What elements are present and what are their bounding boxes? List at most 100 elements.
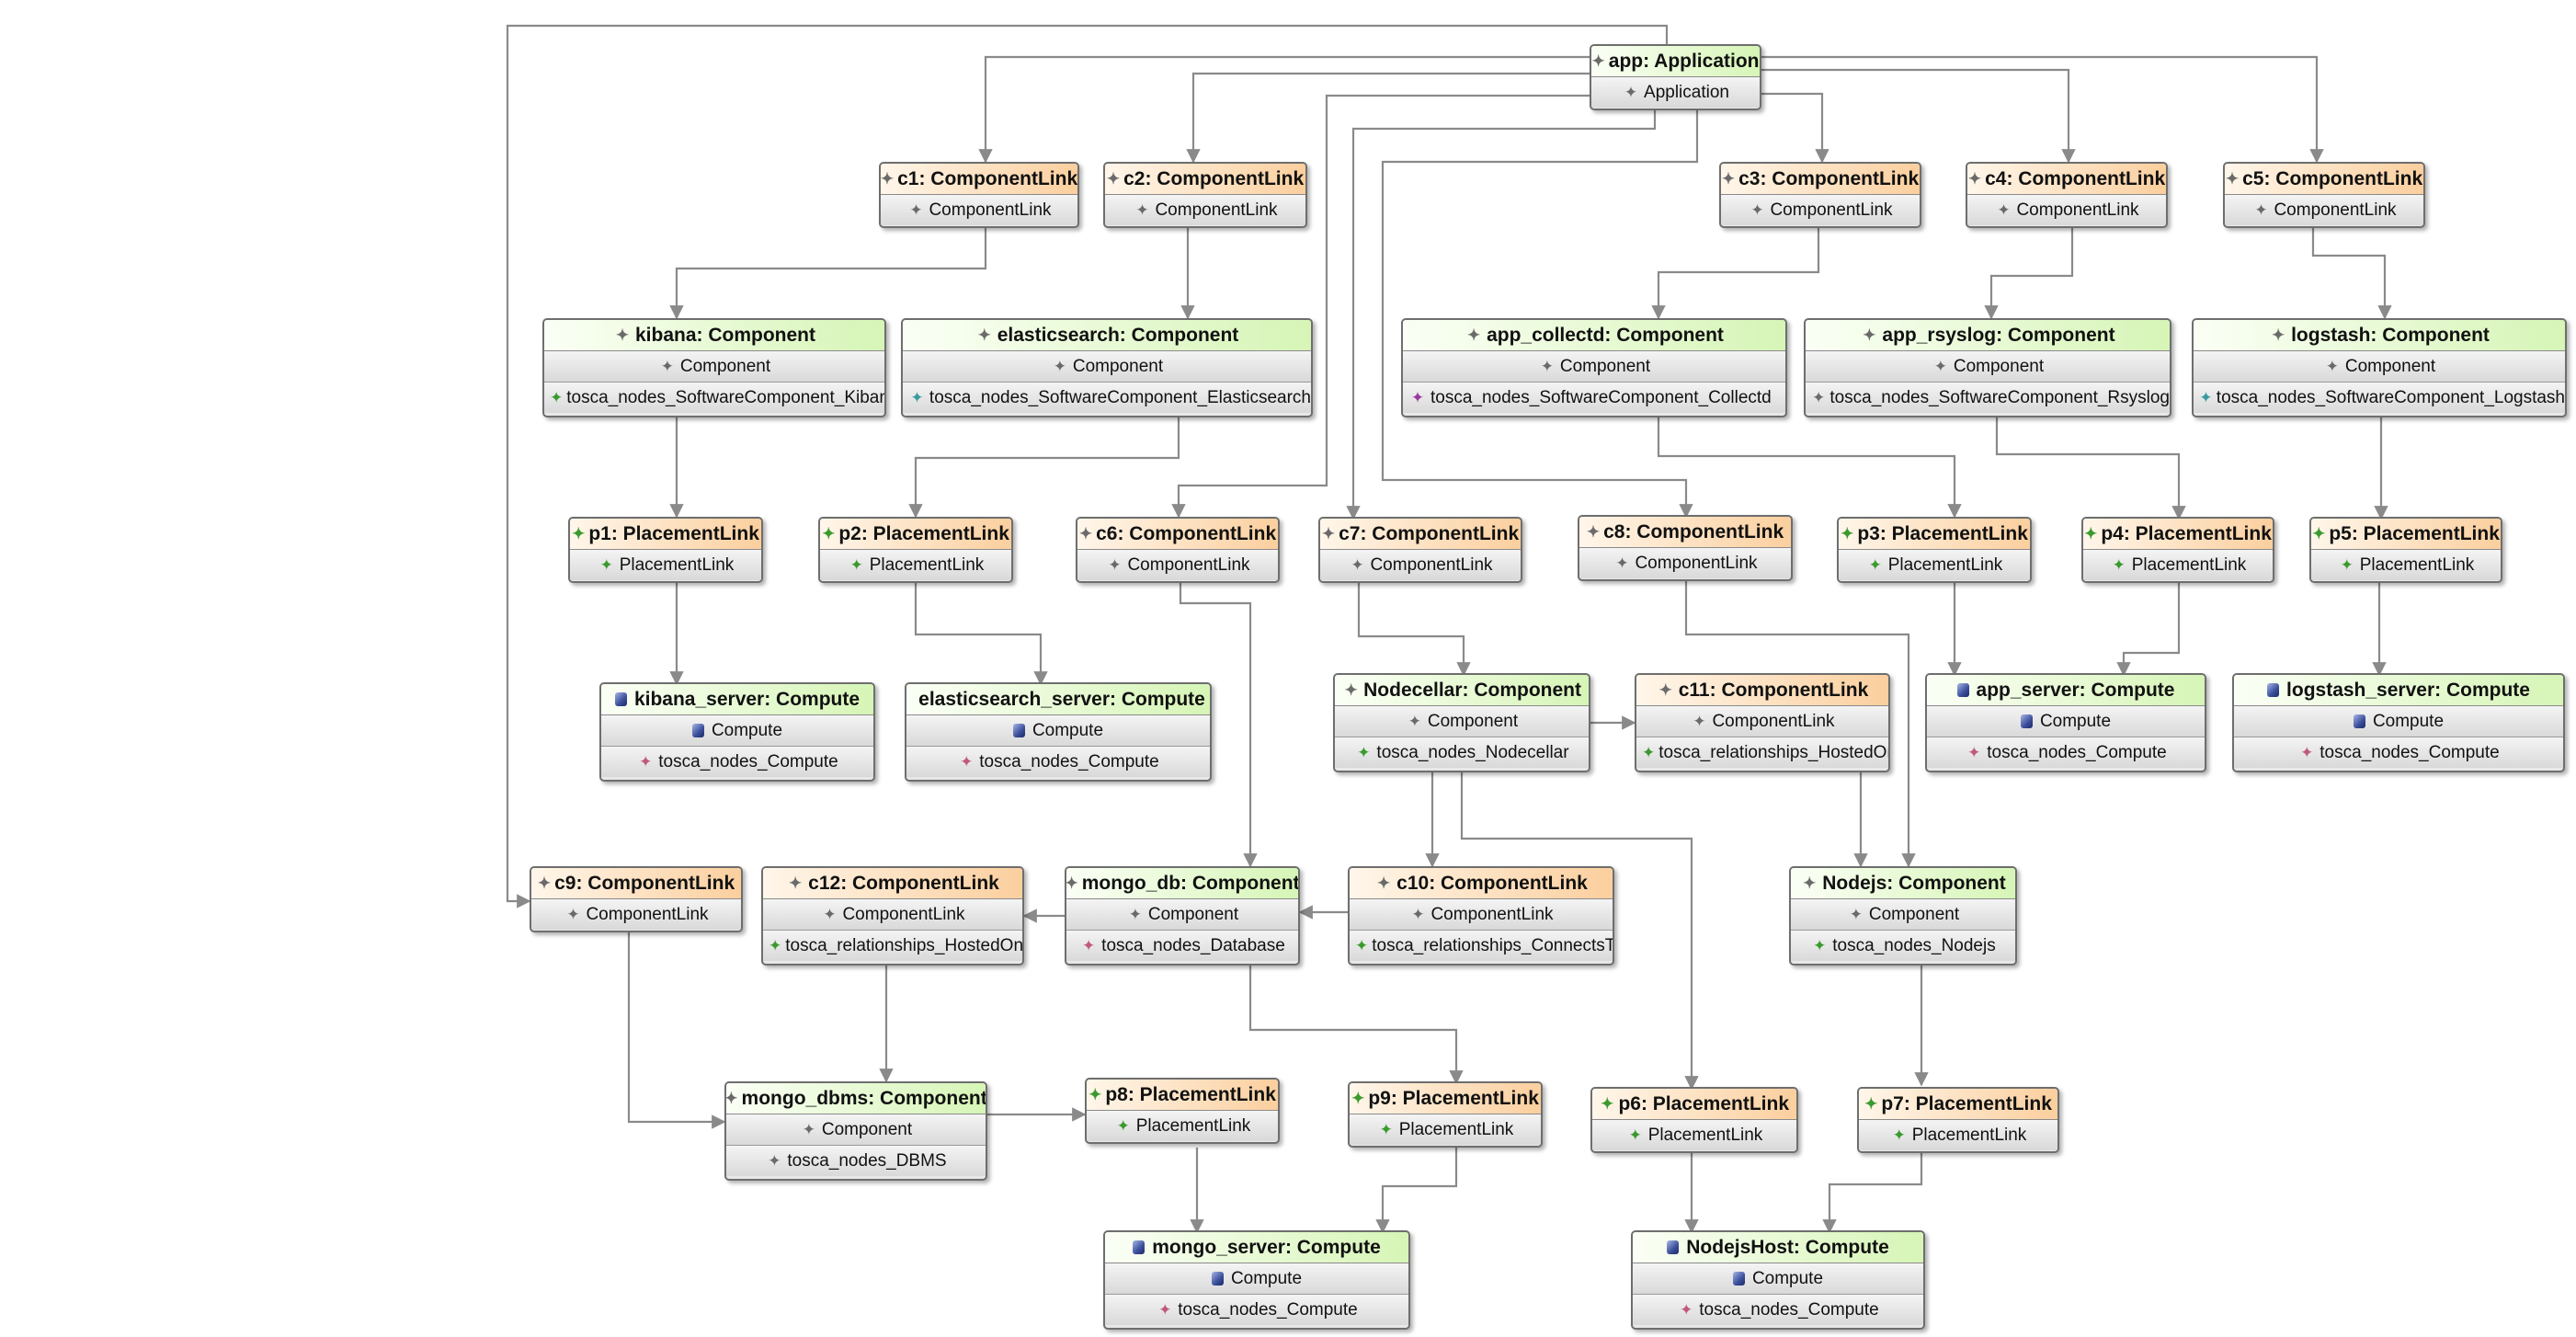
c9-node[interactable]: ✦c9: ComponentLink ✦ComponentLink bbox=[530, 866, 743, 932]
node-type: Component bbox=[1868, 904, 1960, 924]
nodejs-node[interactable]: ✦Nodejs: Component ✦Component ✦tosca_nod… bbox=[1789, 866, 2017, 966]
property-icon: ✦ bbox=[823, 905, 837, 923]
mongo-db-node[interactable]: ✦mongo_db: Component ✦Component ✦tosca_n… bbox=[1065, 866, 1300, 966]
c7-node[interactable]: ✦c7: ComponentLink ✦ComponentLink bbox=[1318, 517, 1522, 583]
connector-c9-mongo-dbms bbox=[627, 932, 726, 1129]
node-type: Component bbox=[1147, 904, 1239, 924]
node-type: Component bbox=[2344, 356, 2436, 376]
property-icon: ✦ bbox=[1078, 524, 1093, 543]
connector-c8-nodejs bbox=[1684, 581, 1916, 868]
kibana-server-node[interactable]: kibana_server: Compute Compute ✦tosca_no… bbox=[599, 682, 875, 782]
property-icon: ✦ bbox=[1379, 1120, 1393, 1138]
property-icon: ✦ bbox=[1586, 522, 1601, 541]
property-icon: ✦ bbox=[1135, 200, 1149, 219]
p2-node[interactable]: ✦p2: PlacementLink ✦PlacementLink bbox=[818, 517, 1013, 583]
property-icon: ✦ bbox=[1344, 680, 1358, 699]
node-type: PlacementLink bbox=[1398, 1119, 1514, 1139]
node-title: c9: ComponentLink bbox=[554, 872, 735, 894]
c1-node[interactable]: ✦c1: ComponentLink ✦ComponentLink bbox=[879, 162, 1079, 228]
node-type: PlacementLink bbox=[619, 554, 735, 575]
elasticsearch-server-node[interactable]: elasticsearch_server: Compute Compute ✦t… bbox=[905, 682, 1212, 782]
node-subtype: tosca_nodes_SoftwareComponent_Logstash bbox=[2216, 387, 2565, 407]
node-type: Component bbox=[1953, 356, 2045, 376]
p4-node[interactable]: ✦p4: PlacementLink ✦PlacementLink bbox=[2081, 517, 2274, 583]
node-subtype: tosca_nodes_Compute bbox=[1987, 742, 2167, 762]
logstash-server-node[interactable]: logstash_server: Compute Compute ✦tosca_… bbox=[2232, 673, 2565, 772]
p1-node[interactable]: ✦p1: PlacementLink ✦PlacementLink bbox=[568, 517, 763, 583]
node-title: elasticsearch_server: Compute bbox=[918, 688, 1205, 710]
c6-node[interactable]: ✦c6: ComponentLink ✦ComponentLink bbox=[1076, 517, 1280, 583]
node-title: Nodecellar: Component bbox=[1363, 679, 1581, 701]
node-title: c6: ComponentLink bbox=[1096, 522, 1277, 544]
connector-c4-rsyslog bbox=[1984, 226, 2074, 320]
property-icon: ✦ bbox=[599, 555, 613, 574]
type-icon: ✦ bbox=[1812, 388, 1826, 406]
p6-node[interactable]: ✦p6: PlacementLink ✦PlacementLink bbox=[1590, 1087, 1798, 1153]
nodejs-host-node[interactable]: NodejsHost: Compute Compute ✦tosca_nodes… bbox=[1631, 1230, 1925, 1330]
node-title: c10: ComponentLink bbox=[1396, 872, 1588, 894]
c10-node[interactable]: ✦c10: ComponentLink ✦ComponentLink ✦tosc… bbox=[1348, 866, 1614, 966]
elasticsearch-node[interactable]: ✦elasticsearch: Component ✦Component ✦to… bbox=[901, 318, 1313, 417]
property-icon: ✦ bbox=[615, 326, 630, 344]
nodecellar-node[interactable]: ✦Nodecellar: Component ✦Component ✦tosca… bbox=[1333, 673, 1590, 772]
mongo-dbms-node[interactable]: ✦mongo_dbms: Component ✦Component ✦tosca… bbox=[724, 1081, 987, 1181]
app-node[interactable]: ✦app: Application ✦Application bbox=[1590, 44, 1761, 110]
property-icon: ✦ bbox=[2112, 555, 2126, 574]
type-icon: ✦ bbox=[1642, 743, 1656, 761]
type-icon: ✦ bbox=[1410, 388, 1425, 406]
logstash-node[interactable]: ✦logstash: Component ✦Component ✦tosca_n… bbox=[2192, 318, 2567, 417]
property-icon: ✦ bbox=[1868, 555, 1882, 574]
node-title: app_collectd: Component bbox=[1487, 324, 1724, 346]
connector-collectd-c8 bbox=[1657, 417, 1962, 519]
node-title: kibana_server: Compute bbox=[633, 688, 861, 710]
app-collectd-node[interactable]: ✦app_collectd: Component ✦Component ✦tos… bbox=[1401, 318, 1787, 417]
app-server-node[interactable]: app_server: Compute Compute ✦tosca_nodes… bbox=[1925, 673, 2206, 772]
node-subtype: tosca_nodes_Compute bbox=[979, 751, 1159, 771]
connector-app-c7 bbox=[1346, 109, 1657, 520]
p5-node[interactable]: ✦p5: PlacementLink ✦PlacementLink bbox=[2309, 517, 2502, 583]
node-type: PlacementLink bbox=[1647, 1125, 1763, 1145]
p8-node[interactable]: ✦p8: PlacementLink ✦PlacementLink bbox=[1085, 1078, 1280, 1144]
p3-node[interactable]: ✦p3: PlacementLink ✦PlacementLink bbox=[1837, 517, 2032, 583]
kibana-node[interactable]: ✦kibana: Component ✦Component ✦tosca_nod… bbox=[542, 318, 886, 417]
type-icon: ✦ bbox=[769, 936, 782, 954]
compute-icon bbox=[1012, 724, 1025, 737]
node-type: Component bbox=[821, 1119, 913, 1139]
node-type: PlacementLink bbox=[1887, 554, 2003, 575]
compute-icon bbox=[2020, 714, 2033, 728]
property-icon: ✦ bbox=[1933, 357, 1947, 375]
property-icon: ✦ bbox=[1089, 1085, 1102, 1103]
c4-node[interactable]: ✦c4: ComponentLink ✦ComponentLink bbox=[1966, 162, 2168, 228]
node-type: ComponentLink bbox=[929, 200, 1052, 220]
property-icon: ✦ bbox=[1628, 1126, 1642, 1144]
c11-node[interactable]: ✦c11: ComponentLink ✦ComponentLink ✦tosc… bbox=[1635, 673, 1890, 772]
c3-node[interactable]: ✦c3: ComponentLink ✦ComponentLink bbox=[1719, 162, 1921, 228]
c8-node[interactable]: ✦c8: ComponentLink ✦ComponentLink bbox=[1578, 515, 1793, 581]
type-icon: ✦ bbox=[550, 388, 564, 406]
node-title: p7: PlacementLink bbox=[1881, 1092, 2052, 1114]
node-title: mongo_db: Component bbox=[1081, 872, 1300, 894]
property-icon: ✦ bbox=[1693, 712, 1706, 730]
node-type: PlacementLink bbox=[1135, 1115, 1251, 1136]
node-type: Component bbox=[1559, 356, 1651, 376]
property-icon: ✦ bbox=[1863, 326, 1876, 344]
property-icon: ✦ bbox=[1967, 169, 1982, 188]
node-title: Nodejs: Component bbox=[1822, 872, 2006, 894]
p7-node[interactable]: ✦p7: PlacementLink ✦PlacementLink bbox=[1857, 1087, 2059, 1153]
property-icon: ✦ bbox=[537, 874, 552, 892]
c12-node[interactable]: ✦c12: ComponentLink ✦ComponentLink ✦tosc… bbox=[761, 866, 1024, 966]
property-icon: ✦ bbox=[660, 357, 674, 375]
app-rsyslog-node[interactable]: ✦app_rsyslog: Component ✦Component ✦tosc… bbox=[1804, 318, 2171, 417]
c2-node[interactable]: ✦c2: ComponentLink ✦ComponentLink bbox=[1103, 162, 1307, 228]
connector-c7-nodecellar bbox=[1357, 583, 1471, 677]
mongo-server-node[interactable]: mongo_server: Compute Compute ✦tosca_nod… bbox=[1103, 1230, 1410, 1330]
type-icon: ✦ bbox=[1082, 936, 1096, 954]
node-type: ComponentLink bbox=[586, 904, 709, 924]
property-icon: ✦ bbox=[2312, 524, 2326, 543]
p9-node[interactable]: ✦p9: PlacementLink ✦PlacementLink bbox=[1348, 1081, 1543, 1148]
node-type: PlacementLink bbox=[2131, 554, 2247, 575]
property-icon: ✦ bbox=[1841, 524, 1854, 543]
c5-node[interactable]: ✦c5: ComponentLink ✦ComponentLink bbox=[2223, 162, 2425, 228]
compute-icon bbox=[1133, 1240, 1146, 1254]
node-type: Component bbox=[1427, 711, 1519, 731]
